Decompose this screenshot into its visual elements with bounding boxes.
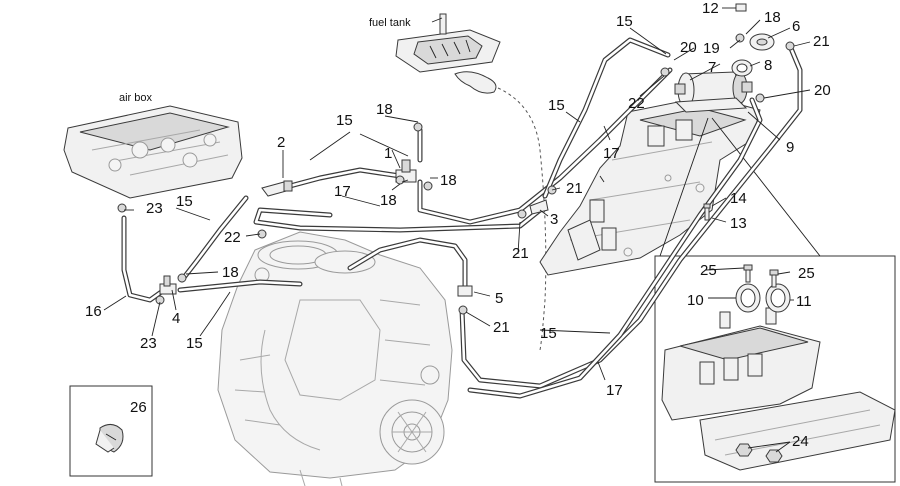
callout-15-top: 15 bbox=[616, 13, 633, 30]
callout-18-left: 18 bbox=[222, 264, 239, 281]
callout-10: 10 bbox=[687, 292, 704, 309]
hoses bbox=[121, 37, 803, 399]
callout-18-below: 18 bbox=[380, 192, 397, 209]
callout-18-filter: 18 bbox=[764, 9, 781, 26]
callout-19: 19 bbox=[703, 40, 720, 57]
callout-21-lower: 21 bbox=[512, 245, 529, 262]
callout-21-filter: 21 bbox=[813, 33, 830, 50]
callout-21-mid: 21 bbox=[566, 180, 583, 197]
callout-2: 2 bbox=[277, 134, 285, 151]
callout-15-mid: 15 bbox=[548, 97, 565, 114]
callout-14: 14 bbox=[730, 190, 747, 207]
callout-22-filter: 22 bbox=[628, 95, 645, 112]
callout-24: 24 bbox=[792, 433, 809, 450]
callout-26: 26 bbox=[130, 399, 147, 416]
engine-block bbox=[217, 231, 453, 486]
leader-lines bbox=[103, 7, 811, 453]
callout-23-top: 23 bbox=[146, 200, 163, 217]
callout-20-right: 20 bbox=[814, 82, 831, 99]
clip-inset bbox=[69, 385, 153, 477]
callout-17-center: 17 bbox=[334, 183, 351, 200]
callout-16: 16 bbox=[85, 303, 102, 320]
label-fuel-tank: fuel tank bbox=[369, 17, 411, 29]
callout-1: 1 bbox=[384, 145, 392, 162]
label-air-box: air box bbox=[119, 92, 153, 104]
callout-3: 3 bbox=[550, 211, 558, 228]
callout-22-left: 22 bbox=[224, 229, 241, 246]
callout-7: 7 bbox=[708, 59, 716, 76]
fuel-filter-assembly bbox=[674, 33, 775, 113]
callout-13: 13 bbox=[730, 215, 747, 232]
callout-17-mid: 17 bbox=[603, 145, 620, 162]
callout-8: 8 bbox=[764, 57, 772, 74]
callout-15-left: 15 bbox=[176, 193, 193, 210]
callout-4: 4 bbox=[172, 310, 180, 327]
callout-18-right: 18 bbox=[440, 172, 457, 189]
detail-inset bbox=[654, 255, 896, 483]
air-box bbox=[63, 105, 243, 199]
callout-25-left: 25 bbox=[700, 262, 717, 279]
callout-5: 5 bbox=[495, 290, 503, 307]
callout-15-lower: 15 bbox=[540, 325, 557, 342]
callout-12: 12 bbox=[702, 0, 719, 17]
callout-21-bottom: 21 bbox=[493, 319, 510, 336]
callout-15-bottom: 15 bbox=[186, 335, 203, 352]
callout-15-center: 15 bbox=[336, 112, 353, 129]
callout-6: 6 bbox=[792, 18, 800, 35]
callout-18-top: 18 bbox=[376, 101, 393, 118]
callout-9: 9 bbox=[786, 139, 794, 156]
callout-17-bottom: 17 bbox=[606, 382, 623, 399]
callout-23-bottom: 23 bbox=[140, 335, 157, 352]
callout-11: 11 bbox=[796, 293, 812, 310]
callout-20-top: 20 bbox=[680, 39, 697, 56]
callout-25-right: 25 bbox=[798, 265, 815, 282]
fuel-tank-fitting bbox=[395, 13, 547, 351]
